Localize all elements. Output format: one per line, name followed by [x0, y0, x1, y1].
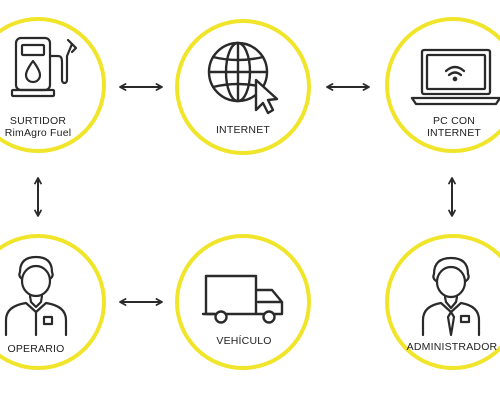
- connections: [34, 83, 456, 306]
- label-operario: OPERARIO: [7, 343, 64, 355]
- ring-vehiculo: [175, 234, 311, 370]
- ring-internet: [175, 19, 311, 155]
- fuel-pump-icon: [10, 36, 78, 98]
- label-pc-line1: PC CON: [433, 115, 475, 127]
- globe-cursor-icon: [207, 41, 279, 115]
- label-surtidor-line2: RimAgro Fuel: [5, 127, 72, 139]
- admin-icon: [421, 256, 481, 337]
- label-administrador: ADMINISTRADOR: [407, 341, 498, 353]
- ring-surtidor: [0, 17, 106, 153]
- label-surtidor-line1: SURTIDOR: [10, 115, 66, 127]
- worker-icon: [4, 255, 68, 337]
- ring-pc: [385, 17, 500, 153]
- label-internet: INTERNET: [216, 124, 270, 136]
- label-pc-line2: INTERNET: [427, 127, 481, 139]
- node-rings: [0, 17, 500, 370]
- labels: SURTIDOR RimAgro Fuel INTERNET PC CON IN…: [5, 115, 498, 355]
- truck-icon: [201, 274, 284, 324]
- ring-administrador: [385, 234, 500, 370]
- label-vehiculo: VEHÍCULO: [216, 334, 271, 347]
- laptop-wifi-icon: [410, 48, 500, 106]
